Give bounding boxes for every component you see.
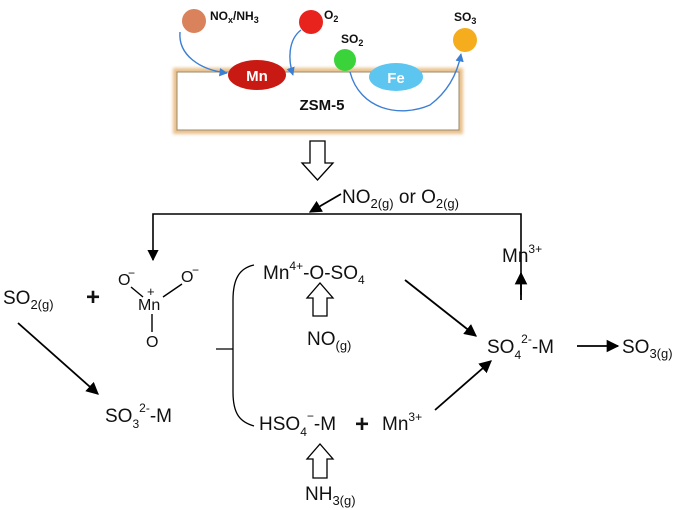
- nh3g-label: NH3(g): [305, 484, 356, 508]
- so2g-label: SO2(g): [3, 288, 54, 312]
- o2-label: O2: [324, 8, 338, 24]
- mn-center-minus-right: −: [192, 263, 199, 277]
- hso4-m-label: HSO4−-M: [259, 409, 336, 439]
- mn-site-label: Mn: [246, 68, 268, 85]
- mn-center-o-right: O: [181, 269, 193, 286]
- mn-center-minus-left: −: [128, 266, 135, 280]
- so2-to-so3m-arrow: [17, 322, 99, 395]
- mn-site: [228, 60, 286, 90]
- zsm5-support-glow: [173, 68, 463, 134]
- nox-molecule: [182, 9, 206, 33]
- o2-molecule: [299, 10, 323, 34]
- bond-left: [130, 286, 144, 298]
- so3-m-label: SO32--M: [105, 401, 172, 431]
- hollow-down-arrow: [300, 140, 335, 181]
- so3-label: SO3: [454, 10, 476, 26]
- hso4-to-so4-arrow: [434, 360, 492, 411]
- mn3-upper-label: Mn3+: [502, 242, 542, 267]
- mn3-lower-label: Mn3+: [382, 410, 422, 435]
- oxidant-label: NO2(g) or O2(g): [342, 187, 459, 211]
- catalyst-scheme: ZSM-5 Mn Fe NOx/NH3 O2 SO2 SO3: [173, 8, 477, 134]
- fe-site: [369, 63, 423, 91]
- zsm5-label: ZSM-5: [300, 97, 345, 114]
- mn-center-o-left: O: [118, 272, 130, 289]
- mn4-to-so4-arrow: [404, 279, 477, 337]
- nox-nh3-label: NOx/NH3: [210, 9, 259, 25]
- nh3-hollow-arrow: [305, 443, 335, 479]
- mn-oxo-center: O − O − + Mn O: [118, 263, 199, 351]
- oxidant-arrow: [308, 193, 342, 213]
- no-g-label: NO(g): [307, 329, 351, 353]
- nox-adsorb-arrow: [179, 31, 228, 77]
- mn-center-o-bottom: O: [146, 334, 158, 351]
- mn4-complex-label: Mn4+-O-SO4: [263, 259, 365, 287]
- mn-center-plus: +: [147, 284, 155, 299]
- so4-m-label: SO42--M: [487, 332, 554, 362]
- so3g-label: SO3(g): [622, 337, 673, 361]
- plus-sign-2: +: [355, 411, 369, 438]
- so3-molecule: [453, 28, 477, 52]
- no-hollow-arrow: [305, 282, 335, 317]
- o2-adsorb-arrow: [286, 29, 302, 76]
- bond-right: [162, 283, 183, 298]
- so2-to-so3-arrow: [349, 53, 464, 112]
- regeneration-loop: [147, 213, 522, 295]
- fe-site-label: Fe: [387, 70, 405, 87]
- plus-sign-1: +: [86, 284, 100, 311]
- reaction-mechanism: NO2(g) or O2(g) O − O − + Mn O SO2(g) + …: [3, 187, 673, 508]
- mn-center-mn: Mn: [138, 297, 160, 314]
- so2-label: SO2: [341, 32, 363, 48]
- bracket: [232, 264, 255, 427]
- so2-molecule: [334, 49, 356, 71]
